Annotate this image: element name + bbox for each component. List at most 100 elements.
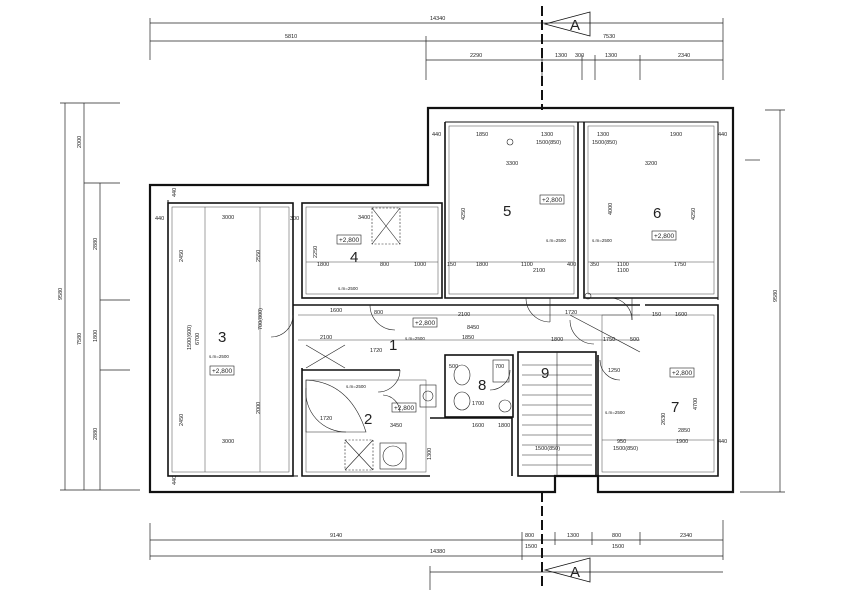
dim-room2-b: 1600 [472,423,484,429]
dim-room3-right: 2550 [256,250,262,262]
dim-room8-w: 1700 [472,401,484,407]
dim-room1-d: 1750 [603,337,615,343]
dim-bottom-sub-1: 1500 [612,544,624,550]
dim-room7-h: 2630 [661,413,667,425]
dim-room9-sub: 1500(850) [535,446,560,452]
dim-top-row3-2: 300 [575,53,584,59]
level-mark-room4: +2,800 [339,237,359,244]
dim-left-total: 9580 [58,288,64,300]
dim-room1-a: 1850 [462,335,474,341]
dim-left-part-0: 2000 [77,136,83,148]
dim-room5-bottom-c: 400 [567,262,576,268]
dim-edge-440-d: 440 [718,439,727,445]
dim-room1-e: 500 [630,337,639,343]
dim-bottom-row-2: 800 [612,533,621,539]
dim-room7-sub: 1500(850) [613,446,638,452]
fixtures [305,138,641,471]
level-mark-room2: +2,800 [394,405,414,412]
dim-room1-f: 1720 [370,348,382,354]
dim-room1-door: 800 [374,310,383,316]
dim-top-right: 7530 [603,34,615,40]
level-mark-room6: +2,800 [654,233,674,240]
room-number-8: 8 [478,377,486,394]
ceiling-mark-room6: s.m=2500 [592,238,612,243]
ceiling-mark-room7: s.m=2500 [605,410,625,415]
dim-bottom-row-3: 2340 [680,533,692,539]
dim-room4-bottom-b: 800 [380,262,389,268]
dim-room3-bottom: 3000 [222,439,234,445]
dim-left-sub-2: 2880 [93,428,99,440]
dim-edge-440-b: 440 [432,132,441,138]
dim-room4-bottom-a: 1800 [317,262,329,268]
room-number-3: 3 [218,329,226,346]
dim-room3-w2: 1500(600) [187,325,193,350]
dim-room6-bottom-c: 1750 [674,262,686,268]
dim-bottom-row-0: 800 [525,533,534,539]
dim-room5-bottom-a: 1800 [476,262,488,268]
dim-room7-top-b: 1600 [675,312,687,318]
ceiling-mark-room1: s.m=2500 [405,336,425,341]
dim-room5-bottom-b: 1100 [521,262,533,268]
room-number-5: 5 [503,203,511,220]
dim-room4-bottom-c: 1000 [414,262,426,268]
dim-room5-door: 2100 [533,268,545,274]
dim-room3-h2: 6700 [195,333,201,345]
dim-room4-top: 3400 [358,215,370,221]
dim-room6-top-b: 1900 [670,132,682,138]
room-number-4: 4 [350,249,358,266]
dim-room6-sub: 1500(850) [592,140,617,146]
dim-top-row3-3: 1300 [605,53,617,59]
dim-room1-top-c: 1720 [565,310,577,316]
dim-room1-b: 2100 [320,335,332,341]
level-mark-boxes [209,194,695,413]
dim-top-row3-0: 2290 [470,53,482,59]
dim-room5-side: 150 [447,262,456,268]
dim-room1-top-a: 1600 [330,308,342,314]
interior-walls [167,122,719,477]
ceiling-mark-room4: s.m=2500 [338,286,358,291]
room-number-6: 6 [653,205,661,222]
dim-room5-width: 3300 [506,161,518,167]
ceiling-mark-room3: s.m=2500 [209,354,229,359]
dim-edge-440-a: 440 [155,216,164,222]
dim-bottom-row-1: 1300 [567,533,579,539]
dim-room6-bottom-a: 350 [590,262,599,268]
dim-room6-top-a: 1300 [597,132,609,138]
dim-top-row3-1: 1300 [555,53,567,59]
level-mark-room5: +2,800 [542,197,562,204]
dim-room2-h: 1720 [320,416,332,422]
dim-top-total: 14340 [430,16,445,22]
dim-room8-a: 700 [495,364,504,370]
dim-room5-sub: 1500(850) [536,140,561,146]
dim-room2-width: 3450 [390,423,402,429]
dim-room3-left: 2450 [179,250,185,262]
dim-left-sub-1: 1800 [93,330,99,342]
dim-left-part-1: 7580 [77,333,83,345]
dim-room2-d: 1300 [427,448,433,460]
dim-room4-left: 2250 [313,246,319,258]
ceiling-mark-room2: s.m=2500 [346,384,366,389]
dim-room7-top-a: 150 [652,312,661,318]
dim-room7-bottom-b: 1900 [676,439,688,445]
dim-edge-300: 300 [290,216,299,222]
dim-edge-440-f: 440 [172,476,178,485]
dim-room6-bottom-b: 1100 [617,262,629,268]
section-mark-bottom: A [570,564,580,581]
dim-room1-top-b: 2100 [458,312,470,318]
room-number-1: 1 [389,337,397,354]
level-mark-room3: +2,800 [212,368,232,375]
ceiling-mark-room5: s.m=2500 [546,238,566,243]
dim-room6-door: 1100 [617,268,629,274]
room-number-9: 9 [541,365,549,382]
dim-room2-c: 1800 [498,423,510,429]
dim-room5-top-a: 1850 [476,132,488,138]
dim-room6-h2: 4000 [608,203,614,215]
dim-room5-top-b: 1300 [541,132,553,138]
bottom-dimension-lines [149,520,724,590]
section-markers [541,6,591,590]
dim-room6-h: 4250 [691,208,697,220]
dim-room3-x: 2450 [179,414,185,426]
dim-room5-h: 4250 [461,208,467,220]
dim-right-total: 9580 [773,290,779,302]
